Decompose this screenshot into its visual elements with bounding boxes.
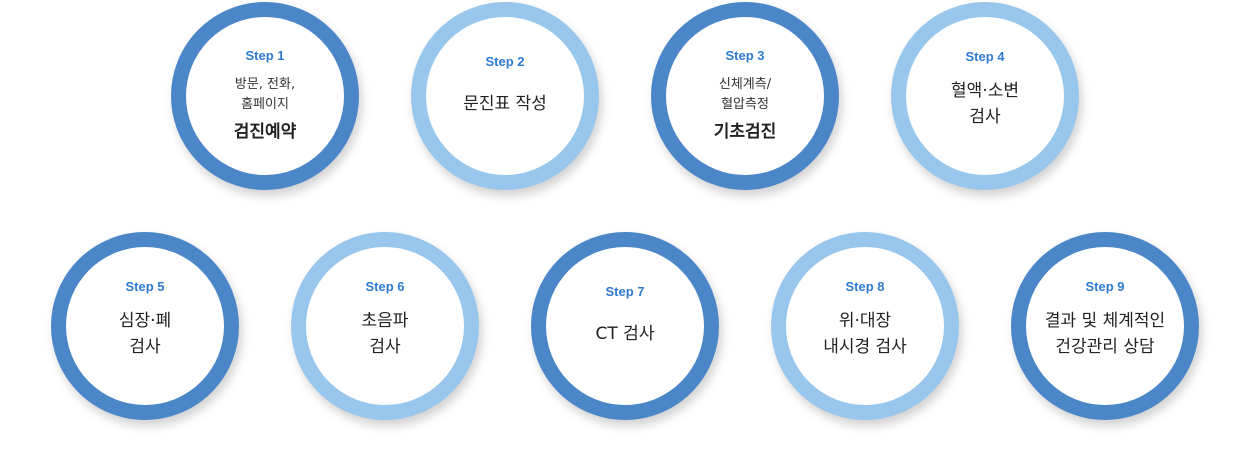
step-label: Step 2 [485, 53, 525, 69]
step-title: CT 검사 [595, 323, 655, 344]
step-sub-line: 신체계측/ [718, 76, 772, 92]
step-title-line: 혈액·소변 [951, 80, 1019, 101]
step-title: 검진예약 [233, 121, 297, 142]
step-7-circle: Step 7 CT 검사 [531, 232, 719, 420]
step-5-circle: Step 5 심장·폐 검사 [51, 232, 239, 420]
step-title-line: 내시경 검사 [823, 336, 907, 357]
step-8-circle: Step 8 위·대장 내시경 검사 [771, 232, 959, 420]
step-2-circle: Step 2 문진표 작성 [411, 2, 599, 190]
step-label: Step 7 [605, 283, 645, 299]
step-title: 문진표 작성 [463, 93, 547, 114]
step-label: Step 9 [1085, 278, 1125, 294]
step-9-circle: Step 9 결과 및 체계적인 건강관리 상담 [1011, 232, 1199, 420]
step-title-line: 검사 [129, 336, 161, 357]
step-3-circle: Step 3 신체계측/ 혈압측정 기초검진 [651, 2, 839, 190]
step-sub-line: 혈압측정 [721, 96, 769, 112]
step-title-line: 건강관리 상담 [1055, 336, 1155, 357]
step-title-line: 검사 [969, 106, 1001, 127]
step-sub-line: 홈페이지 [241, 96, 289, 112]
step-title-line: 검사 [369, 336, 401, 357]
step-label: Step 4 [965, 48, 1005, 64]
step-title-line: 결과 및 체계적인 [1044, 310, 1166, 331]
step-1-circle: Step 1 방문, 전화, 홈페이지 검진예약 [171, 2, 359, 190]
step-label: Step 3 [725, 47, 765, 63]
step-label: Step 1 [245, 47, 285, 63]
step-label: Step 5 [125, 278, 165, 294]
step-label: Step 8 [845, 278, 885, 294]
step-title: 기초검진 [713, 121, 777, 142]
step-label: Step 6 [365, 278, 405, 294]
step-title-line: 위·대장 [838, 310, 892, 331]
step-6-circle: Step 6 초음파 검사 [291, 232, 479, 420]
step-sub-line: 방문, 전화, [234, 76, 296, 92]
step-4-circle: Step 4 혈액·소변 검사 [891, 2, 1079, 190]
step-title-line: 심장·폐 [118, 310, 172, 331]
step-title-line: 초음파 [361, 310, 409, 331]
